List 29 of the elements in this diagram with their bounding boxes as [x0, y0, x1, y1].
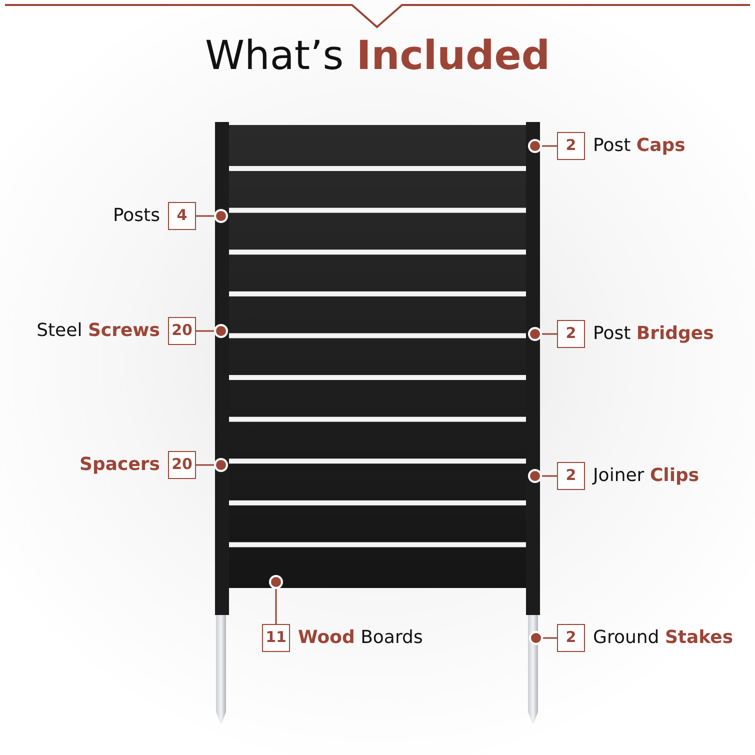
- quantity-box: 2: [557, 462, 585, 490]
- leader-line: [542, 333, 557, 335]
- leader-line: [543, 637, 557, 639]
- leader-line: [196, 464, 214, 466]
- part-name: Post Bridges: [593, 322, 714, 346]
- quantity-box: 2: [557, 624, 585, 652]
- quantity-box: 2: [557, 320, 585, 348]
- leader-line: [275, 589, 277, 624]
- part-name: Spacers: [80, 453, 160, 477]
- title: What’s Included: [204, 32, 550, 81]
- quantity-box: 4: [168, 202, 196, 230]
- part-name: Posts: [112, 204, 160, 228]
- leader-dot: [528, 469, 542, 483]
- part-name: Joiner Clips: [593, 464, 700, 488]
- leader-line: [542, 475, 557, 477]
- part-name: Post Caps: [593, 134, 686, 158]
- leader-line: [542, 145, 557, 147]
- leader-line: [196, 330, 214, 332]
- quantity-box: 2: [557, 132, 585, 160]
- leader-dot: [528, 139, 542, 153]
- leader-line: [196, 215, 214, 217]
- quantity-box: 20: [168, 317, 196, 345]
- part-name: Steel Screws: [36, 319, 160, 343]
- leader-dot: [528, 327, 542, 341]
- part-name: Wood Boards: [298, 626, 423, 650]
- quantity-box: 20: [168, 451, 196, 479]
- part-name: Ground Stakes: [593, 626, 734, 650]
- quantity-box: 11: [262, 624, 290, 652]
- leader-dot: [529, 631, 543, 645]
